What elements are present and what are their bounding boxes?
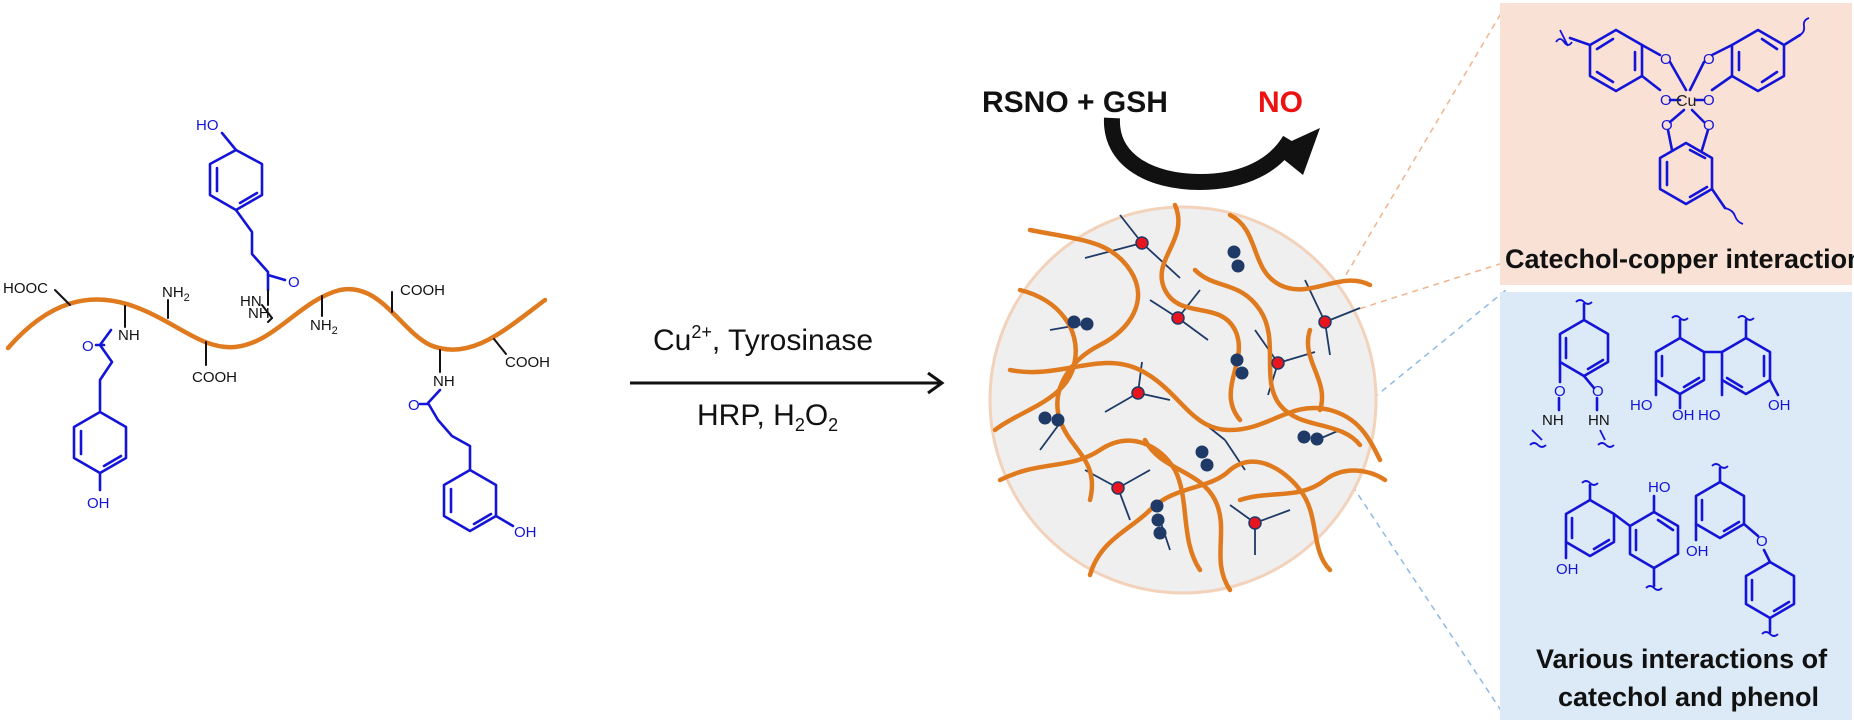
cooh-bond-c — [493, 338, 507, 355]
arrow-head — [927, 371, 945, 395]
hn-bond — [261, 304, 273, 319]
o-label-top: O — [288, 274, 300, 291]
structure-diphenyl-ether: OH O — [1686, 463, 1796, 637]
svg-text:O: O — [1660, 92, 1672, 109]
curved-arrow-head — [1272, 128, 1320, 175]
reagents-upper: Cu2+, Tyrosinase — [653, 322, 873, 357]
tyramine-right: O OH — [408, 388, 537, 541]
no-label: NO — [1258, 86, 1303, 119]
hydrogel-network — [988, 205, 1378, 595]
svg-text:OH: OH — [1556, 561, 1579, 578]
svg-text:OH: OH — [1672, 407, 1695, 424]
svg-text:OH: OH — [1768, 397, 1791, 414]
cooh-label-a: COOH — [192, 369, 237, 386]
svg-text:HO: HO — [1648, 479, 1671, 496]
cooh-label-b: COOH — [400, 282, 445, 299]
svg-text:O: O — [1660, 51, 1672, 68]
rsno-gsh-label: RSNO + GSH — [982, 86, 1168, 119]
svg-text:HO: HO — [1630, 397, 1653, 414]
panel-catechol-phenol: O O NH HN HO OH — [1500, 292, 1852, 720]
svg-text:O: O — [1661, 117, 1673, 134]
tyramine-top: HO O NH — [196, 117, 300, 323]
nh-label-c: NH — [433, 373, 455, 390]
tyramine-left: O OH — [72, 328, 128, 512]
hooc-bond — [54, 289, 71, 306]
nh-label-a: NH — [118, 327, 140, 344]
backbone-groups: HOOC NH NH2 COOH HN NH2 COOH NH COOH — [3, 280, 550, 390]
svg-text:O: O — [1592, 383, 1604, 400]
svg-text:O: O — [1703, 92, 1715, 109]
no-release: RSNO + GSH NO — [982, 86, 1320, 191]
oh-label-left: OH — [87, 495, 110, 512]
panel-bottom-caption-line1: Various interactions of — [1536, 644, 1828, 674]
svg-text:HO: HO — [1698, 407, 1721, 424]
svg-text:O: O — [1703, 117, 1715, 134]
benzene-ring-right — [442, 468, 498, 533]
svg-text:OH: OH — [1686, 543, 1709, 560]
cooh-label-c: COOH — [505, 354, 550, 371]
panel-catechol-copper: O O O O O O Cu Catechol-copper interacti… — [1500, 3, 1854, 285]
reaction-arrow: Cu2+, Tyrosinase HRP, H2O2 — [630, 322, 945, 435]
panel-top-bg — [1500, 3, 1852, 285]
svg-text:NH: NH — [1542, 412, 1564, 429]
svg-text:O: O — [1703, 51, 1715, 68]
structure-biphenyl-phenol: OH HO — [1556, 479, 1680, 591]
structure-biphenyl-diol: HO OH HO OH — [1630, 315, 1791, 424]
nh2-label-a: NH2 — [162, 284, 190, 304]
panel-top-caption: Catechol-copper interaction — [1505, 244, 1854, 274]
o-label-right: O — [408, 397, 420, 414]
ho-top-label: HO — [196, 117, 219, 134]
hooc-label: HOOC — [3, 280, 48, 297]
panel-bottom-caption-line2: catechol and phenol — [1558, 682, 1819, 712]
polymer-backbone — [5, 286, 548, 352]
hn-label-top: NH — [248, 305, 270, 322]
reagents-lower: HRP, H2O2 — [697, 399, 838, 435]
panel-bottom-bg — [1500, 292, 1852, 720]
svg-text:O: O — [1554, 383, 1566, 400]
o-label-left: O — [82, 338, 94, 355]
hn-label: HN — [240, 293, 262, 310]
svg-text:HN: HN — [1588, 412, 1610, 429]
network-circle — [988, 205, 1378, 595]
cu-label: Cu — [1676, 93, 1696, 110]
oh-label-right: OH — [514, 524, 537, 541]
nh2-label-b: NH2 — [310, 317, 338, 337]
structure-catechol-amine: O O NH HN — [1529, 299, 1615, 448]
curved-arrow — [1103, 117, 1297, 191]
svg-text:O: O — [1756, 533, 1768, 550]
